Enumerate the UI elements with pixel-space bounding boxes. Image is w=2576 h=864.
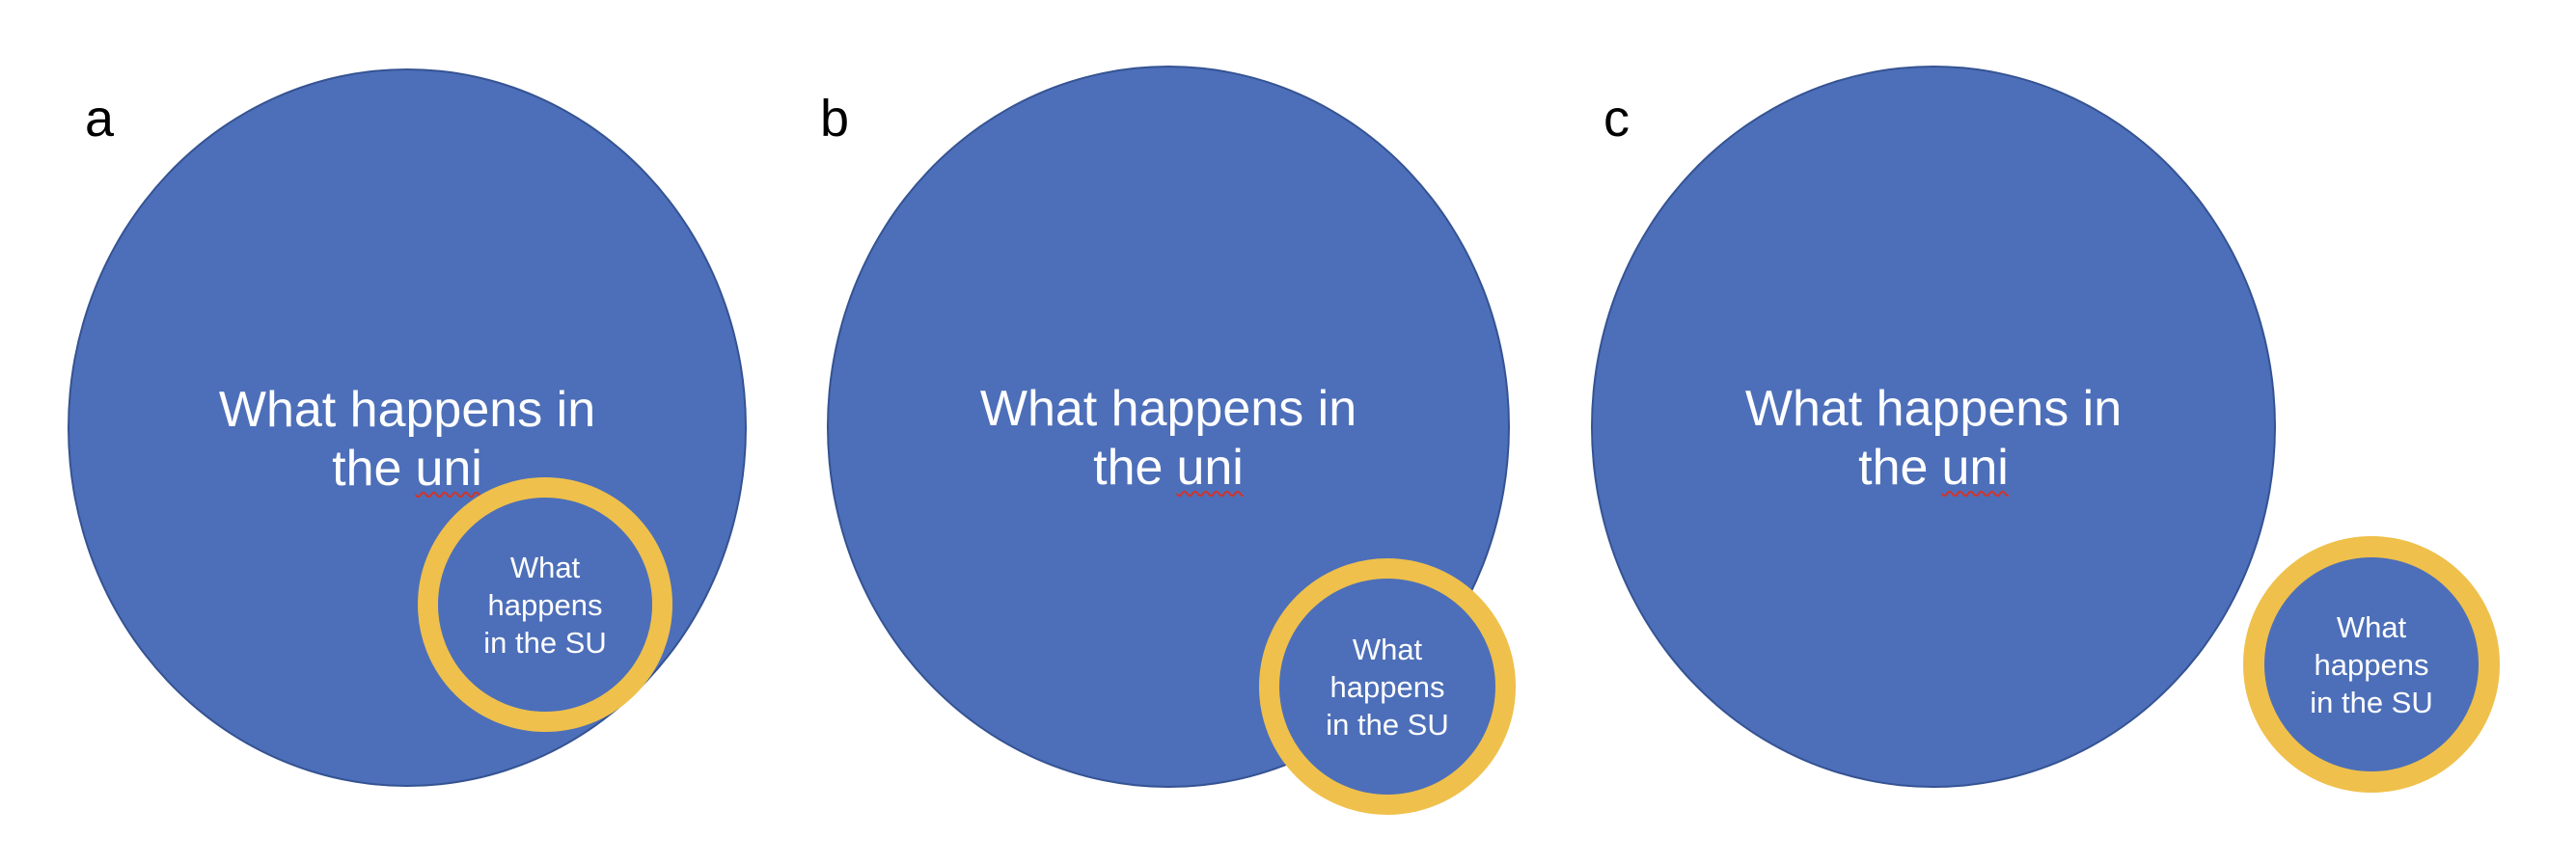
panel-b-uni-text-the: the [1093,439,1164,496]
panel-c-uni-text-line1: What happens in [1744,380,2123,437]
panel-c-su-text-line3: in the SU [2310,685,2433,719]
panel-a-su-text-line2: happens [487,587,603,622]
panel-b-su-circle: What happens in the SU [1259,558,1516,815]
panel-a-label: a [85,90,115,148]
panel-c-label: c [1603,90,1630,148]
panel-a-uni-text-the: the [332,440,402,497]
panel-c-su-circle: What happens in the SU [2243,536,2500,793]
panel-a-su-text-line3: in the SU [483,625,607,660]
panel-c-su-text-line2: happens [2314,647,2429,682]
panel-b-su-text-line2: happens [1329,669,1445,704]
panel-a-misspelled-word-uni: uni [415,440,482,497]
panel-a-uni-text-line1: What happens in [218,381,596,438]
panel-b-misspelled-word-uni: uni [1176,439,1244,496]
panel-c-misspelled-word-uni: uni [1941,439,2009,496]
panel-b-uni-text-line1: What happens in [979,380,1357,437]
panel-b-label: b [820,90,850,148]
panel-a-su-text: What happens in the SU [483,549,607,662]
panel-b-su-text-line3: in the SU [1326,707,1449,742]
panel-c-uni-text-the: the [1858,439,1929,496]
panel-c-su-text-line1: What [2336,609,2407,644]
panel-b-su-text: What happens in the SU [1326,631,1449,743]
panel-b-su-text-line1: What [1352,632,1423,666]
panel-a-su-text-line1: What [509,550,581,584]
panel-c-su-text: What happens in the SU [2310,608,2433,721]
panel-a-su-circle: What happens in the SU [418,477,672,732]
